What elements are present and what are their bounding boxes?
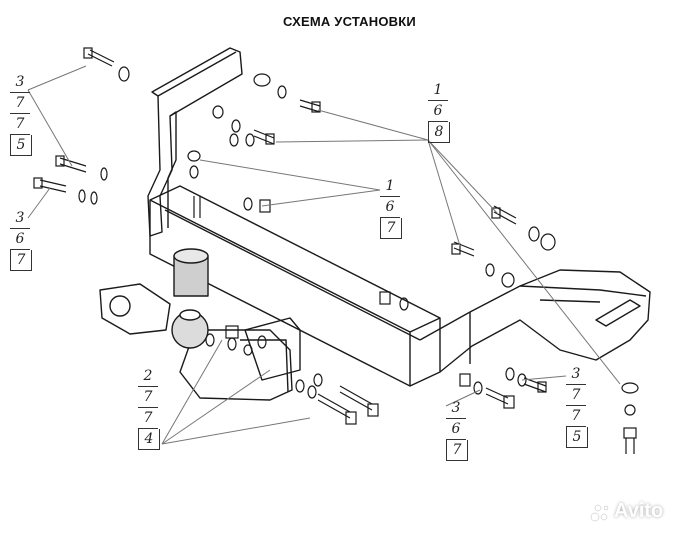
legend-item: 7 [446, 440, 468, 461]
legend-mid-left: 3 6 7 [10, 208, 32, 271]
legend-item: 7 [10, 250, 32, 271]
legend-item: 6 [10, 229, 30, 250]
legend-item: 2 [138, 366, 158, 387]
legend-item: 5 [566, 427, 588, 448]
legend-item: 7 [380, 218, 402, 239]
legend-bottom-center: 3 6 7 [446, 398, 468, 461]
legend-bottom-left: 2 7 7 4 [138, 366, 160, 450]
legend-item: 8 [428, 122, 450, 143]
legend-item: 1 [380, 176, 400, 197]
diagram-title: СХЕМА УСТАНОВКИ [283, 14, 416, 29]
legend-top-right: 1 6 8 [428, 80, 450, 143]
legend-item: 7 [138, 408, 158, 429]
legend-item: 6 [428, 101, 448, 122]
avito-watermark: Avito [614, 500, 664, 522]
legend-item: 5 [10, 135, 32, 156]
legend-item: 6 [446, 419, 466, 440]
legend-item: 4 [138, 429, 160, 450]
legend-item: 7 [566, 385, 586, 406]
legend-top-left: 3 7 7 5 [10, 72, 32, 156]
legend-item: 7 [566, 406, 586, 427]
legend-item: 7 [138, 387, 158, 408]
legend-item: 7 [10, 93, 30, 114]
legend-item: 3 [446, 398, 466, 419]
legend-center: 1 6 7 [380, 176, 402, 239]
legend-item: 1 [428, 80, 448, 101]
ball-mount [179, 329, 293, 401]
avito-logo-icon [590, 504, 609, 522]
legend-item: 3 [566, 364, 586, 385]
fasteners [33, 47, 639, 454]
legend-item: 3 [10, 208, 30, 229]
legend-item: 7 [10, 114, 30, 135]
left-bracket [147, 47, 243, 237]
leader-lines [27, 65, 621, 445]
legend-item: 3 [10, 72, 30, 93]
socket-plate [99, 283, 171, 335]
legend-bottom-right: 3 7 7 5 [566, 364, 588, 448]
legend-item: 6 [380, 197, 400, 218]
